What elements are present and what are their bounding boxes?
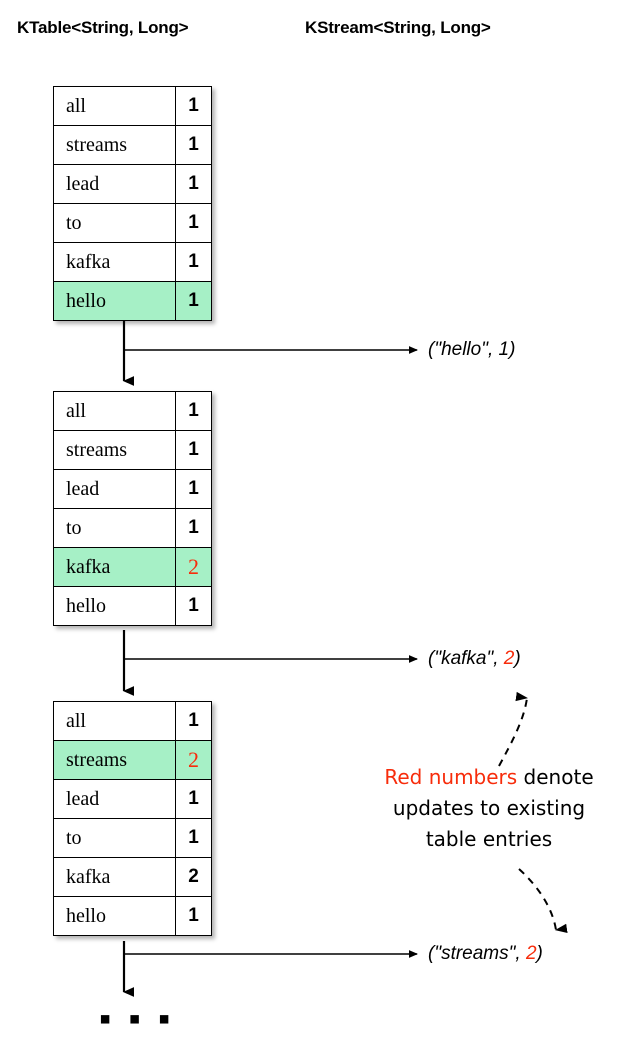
legend-note-line3: table entries	[425, 827, 553, 851]
table-row: streams 1	[52, 125, 212, 165]
table-cell-key: lead	[52, 164, 177, 204]
table-cell-value: 1	[175, 125, 212, 165]
table-cell-key: kafka	[53, 547, 176, 587]
callout-arrow-down	[518, 868, 568, 934]
table-row: all 1	[53, 701, 212, 741]
table-cell-value: 1	[175, 469, 212, 509]
table-cell-value: 1	[175, 86, 212, 126]
table-cell-value: 1	[175, 508, 212, 548]
table-cell-key: to	[53, 508, 176, 548]
table-row-highlighted: kafka 2	[53, 547, 212, 587]
table-row: lead 1	[53, 469, 212, 509]
table-row: all 1	[53, 391, 212, 431]
stream-record-number-updated: 2	[503, 648, 515, 669]
table-row: to 1	[53, 818, 212, 858]
table-cell-key: all	[53, 391, 176, 431]
table-cell-key: to	[52, 203, 177, 243]
table-cell-value: 1	[175, 586, 212, 626]
table-cell-key: lead	[53, 779, 176, 819]
table-cell-key: lead	[53, 469, 176, 509]
table-cell-key: streams	[53, 430, 176, 470]
table-cell-value: 1	[175, 896, 212, 936]
stream-record-suffix: )	[514, 648, 521, 669]
table-row: hello 1	[53, 586, 212, 626]
continuation-ellipsis: ▪ ▪ ▪	[99, 1000, 175, 1038]
table-cell-key: kafka	[52, 242, 177, 282]
table-cell-key: hello	[52, 281, 177, 321]
table-row-highlighted: hello 1	[52, 281, 212, 321]
table-cell-value: 1	[175, 430, 212, 470]
ktable-snapshot-3: all 1 streams 2 lead 1 to 1 kafka 2 hell…	[53, 701, 212, 936]
callout-arrow-up	[498, 691, 528, 767]
table-cell-value: 1	[175, 818, 212, 858]
table-row: kafka 2	[53, 857, 212, 897]
table-cell-value: 1	[175, 164, 212, 204]
table-cell-key: kafka	[53, 857, 176, 897]
table-row: all 1	[52, 86, 212, 126]
table-cell-key: hello	[53, 586, 176, 626]
stream-record-1: ("hello", 1)	[428, 339, 515, 361]
flow-connector-2	[122, 630, 418, 696]
table-row: hello 1	[53, 896, 212, 936]
stream-record-prefix: ("streams",	[428, 943, 526, 964]
table-cell-value-updated: 2	[175, 547, 212, 587]
table-row: streams 1	[53, 430, 212, 470]
stream-record-2: ("kafka", 2)	[428, 648, 521, 670]
table-row-highlighted: streams 2	[53, 740, 212, 780]
table-cell-value: 1	[175, 281, 212, 321]
table-cell-value: 1	[175, 779, 212, 819]
column-header-kstream: KStream<String, Long>	[305, 18, 491, 37]
table-row: lead 1	[52, 164, 212, 204]
table-cell-value: 1	[175, 701, 212, 741]
column-header-ktable: KTable<String, Long>	[17, 18, 189, 37]
table-row: to 1	[53, 508, 212, 548]
stream-record-suffix: )	[509, 339, 516, 360]
table-cell-value: 2	[175, 857, 212, 897]
legend-note-line1-rest: denote	[517, 765, 594, 789]
legend-note-red-text: Red numbers	[384, 765, 518, 789]
stream-record-number: 1	[498, 339, 510, 360]
table-cell-value: 1	[175, 391, 212, 431]
legend-note-line2: updates to existing	[392, 796, 586, 820]
flow-connector-3	[122, 941, 418, 997]
table-row: lead 1	[53, 779, 212, 819]
table-cell-key: streams	[53, 740, 176, 780]
flow-connector-1	[122, 321, 418, 386]
stream-record-suffix: )	[536, 943, 543, 964]
table-cell-value-updated: 2	[175, 740, 212, 780]
ktable-snapshot-1: all 1 streams 1 lead 1 to 1 kafka 1 hell…	[52, 86, 212, 321]
table-row: to 1	[52, 203, 212, 243]
table-cell-key: hello	[53, 896, 176, 936]
table-cell-value: 1	[175, 242, 212, 282]
table-cell-key: to	[53, 818, 176, 858]
stream-record-3: ("streams", 2)	[428, 943, 543, 965]
ktable-snapshot-2: all 1 streams 1 lead 1 to 1 kafka 2 hell…	[53, 391, 212, 626]
table-cell-value: 1	[175, 203, 212, 243]
stream-record-prefix: ("kafka",	[428, 648, 504, 669]
table-row: kafka 1	[52, 242, 212, 282]
stream-record-prefix: ("hello",	[428, 339, 499, 360]
table-cell-key: all	[53, 701, 176, 741]
table-cell-key: streams	[52, 125, 177, 165]
stream-record-number-updated: 2	[525, 943, 537, 964]
table-cell-key: all	[52, 86, 177, 126]
legend-note: Red numbers denote updates to existing t…	[358, 762, 620, 855]
